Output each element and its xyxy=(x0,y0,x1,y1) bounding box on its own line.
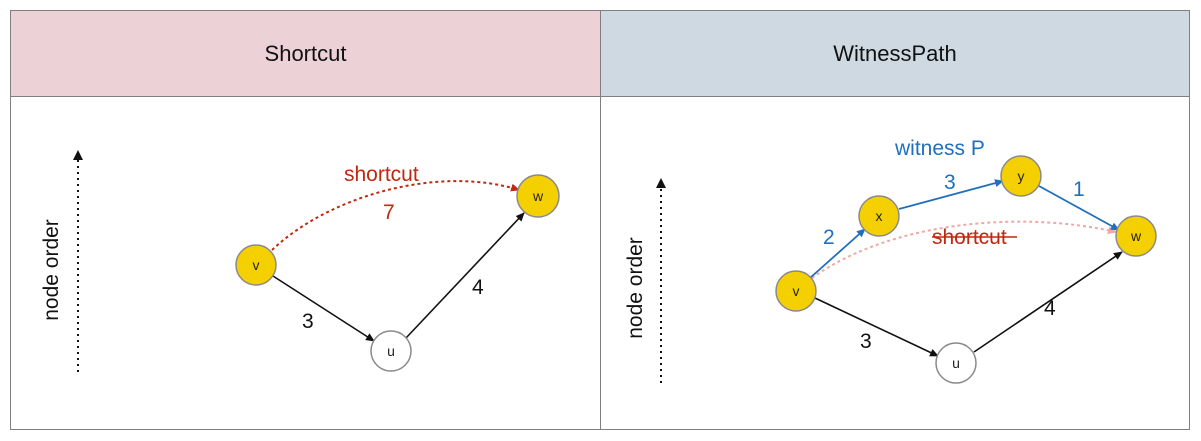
left-edge-u-w-weight: 4 xyxy=(472,276,484,299)
right-witness-label: witness P xyxy=(894,137,985,160)
right-shortcut-label-struck: shortcut xyxy=(932,226,1017,249)
right-node-v: v xyxy=(775,270,817,312)
svg-text:y: y xyxy=(1018,168,1025,184)
left-shortcut-label: shortcut xyxy=(344,163,419,186)
left-shortcut-edge xyxy=(271,180,520,251)
svg-text:v: v xyxy=(793,283,800,299)
svg-text:u: u xyxy=(387,343,395,359)
right-edge-y-w-weight: 1 xyxy=(1073,178,1085,201)
right-edge-x-y-weight: 3 xyxy=(944,171,956,194)
left-edge-u-w xyxy=(405,212,525,339)
panel-witness-path xyxy=(600,96,1190,430)
right-edge-u-w xyxy=(973,251,1123,353)
left-node-w: w xyxy=(516,174,560,218)
comparison-figure: Shortcut WitnessPath xyxy=(10,10,1190,430)
right-edge-x-y xyxy=(898,179,1004,210)
left-edge-v-u-weight: 3 xyxy=(302,310,314,333)
svg-text:u: u xyxy=(952,355,960,371)
right-node-u: u xyxy=(935,342,977,384)
right-node-y: y xyxy=(1000,155,1042,197)
right-edge-v-u-weight: 3 xyxy=(860,330,872,353)
left-axis-label: node order xyxy=(40,219,63,321)
left-node-v: v xyxy=(235,244,277,286)
svg-text:w: w xyxy=(1130,228,1142,244)
left-node-order-axis: node order xyxy=(40,150,83,372)
right-edge-v-x xyxy=(809,228,866,279)
right-edge-u-w-weight: 4 xyxy=(1044,297,1056,320)
left-shortcut-weight: 7 xyxy=(383,201,395,224)
svg-text:w: w xyxy=(532,188,544,204)
panel-shortcut xyxy=(10,96,601,430)
right-axis-label: node order xyxy=(624,237,647,339)
header-shortcut: Shortcut xyxy=(10,10,601,97)
right-node-x: x xyxy=(858,195,900,237)
right-edge-v-u xyxy=(814,297,939,357)
right-edge-v-x-weight: 2 xyxy=(823,226,835,249)
right-node-w: w xyxy=(1115,215,1157,257)
svg-text:v: v xyxy=(253,257,260,273)
right-node-order-axis: node order xyxy=(624,178,666,383)
svg-text:x: x xyxy=(876,208,883,224)
right-edge-y-w xyxy=(1038,185,1120,231)
right-shortcut-edge xyxy=(811,220,1117,279)
left-edge-v-u xyxy=(272,275,375,342)
left-node-u: u xyxy=(370,330,412,372)
